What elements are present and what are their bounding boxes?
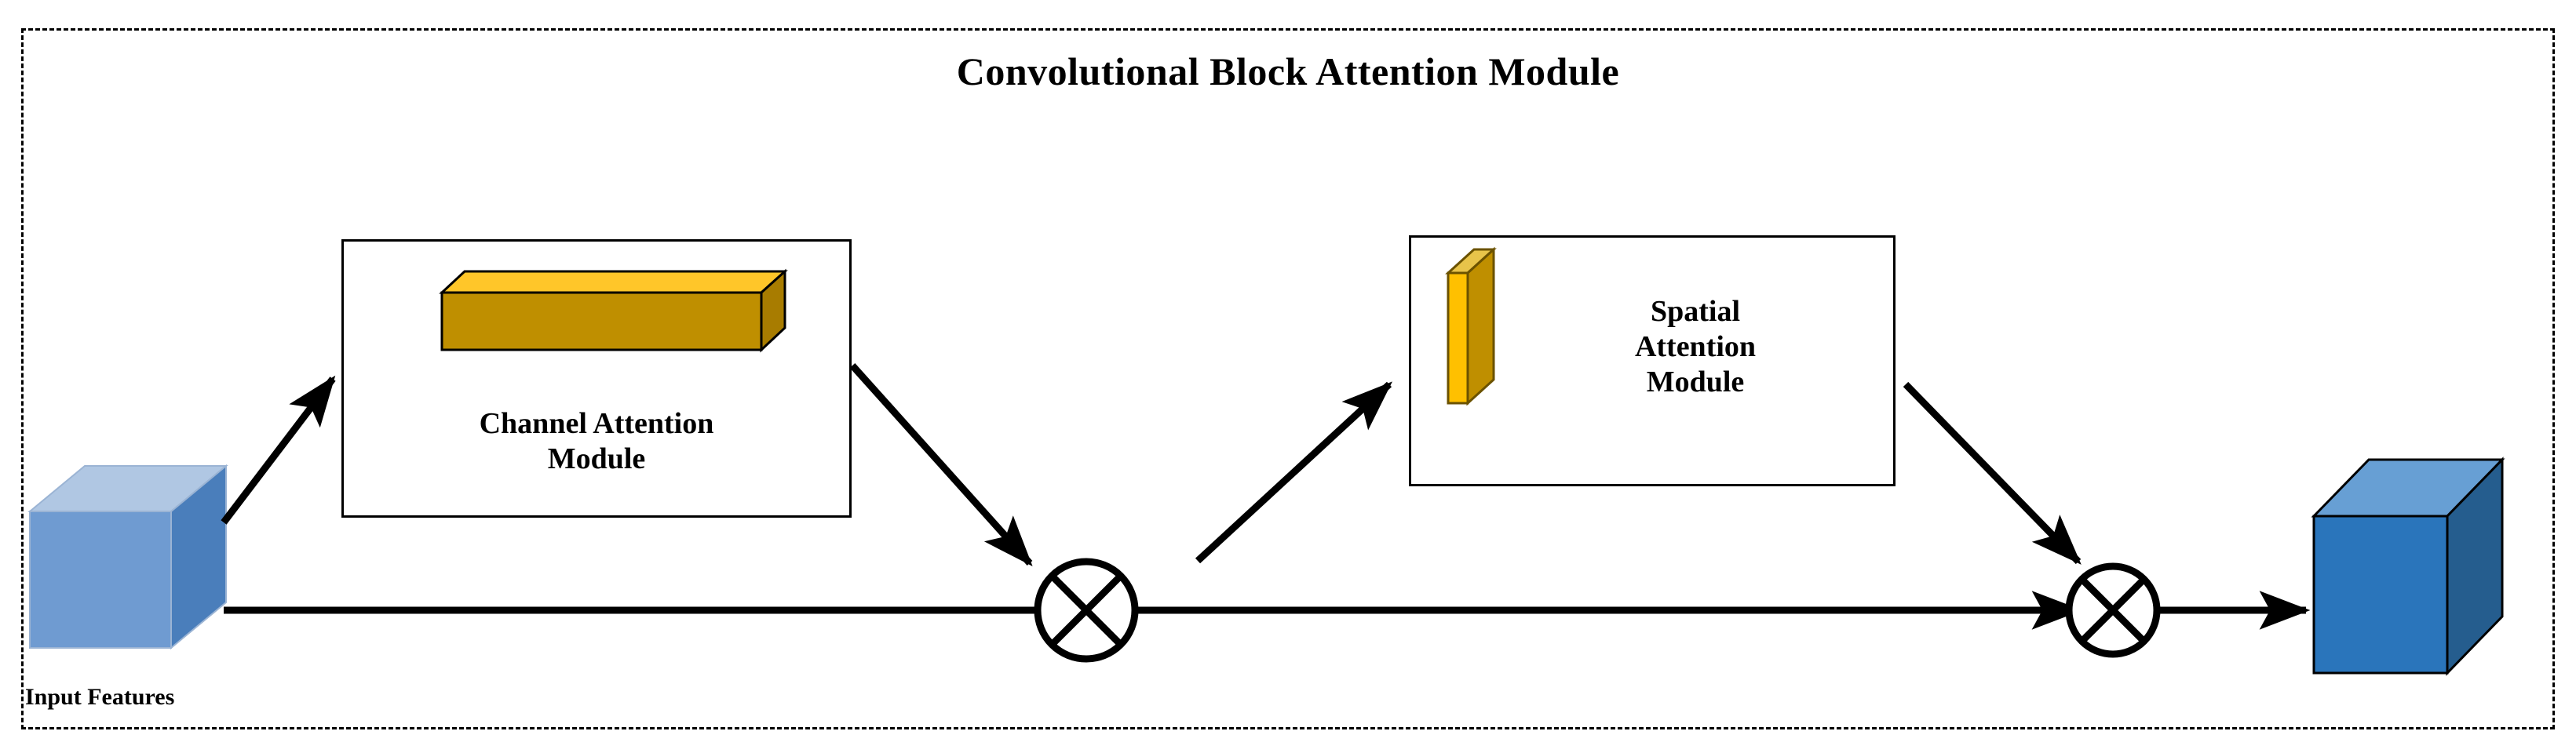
channel-bar-front-face — [440, 291, 763, 351]
input-features-cube[interactable] — [27, 464, 228, 650]
output-cube-front-face — [2312, 515, 2449, 675]
arrow-channel-to-multiply1 — [849, 362, 1033, 567]
arrow-multiply1-to-spatial — [1195, 381, 1392, 564]
spatial-attention-module-label: Spatial Attention Module — [1634, 295, 1757, 398]
channel-module-bar-3d — [439, 268, 788, 353]
spatial-slab-edge-face — [1447, 271, 1469, 405]
input-features-label: Input Features — [25, 684, 175, 710]
spatial-slab-main-face — [1466, 246, 1495, 406]
output-features-cube[interactable] — [2311, 457, 2505, 676]
arrow-spatial-to-multiply2 — [1903, 381, 2082, 565]
page-title: Convolutional Block Attention Module — [956, 49, 1620, 93]
input-cube-front-face — [29, 511, 172, 649]
diagram-outer-frame — [21, 28, 2555, 729]
channel-bar-top-face — [439, 270, 788, 294]
multiply-2-stroke-b — [2078, 576, 2147, 645]
multiply-1-stroke-b — [1049, 573, 1124, 648]
spatial-module-slab-3d — [1445, 246, 1497, 406]
channel-attention-module-label: Channel Attention Module — [479, 407, 714, 475]
multiply-node-1[interactable] — [1034, 558, 1139, 663]
arrow-input-to-channel — [221, 375, 336, 525]
multiply-node-2[interactable] — [2065, 562, 2161, 658]
